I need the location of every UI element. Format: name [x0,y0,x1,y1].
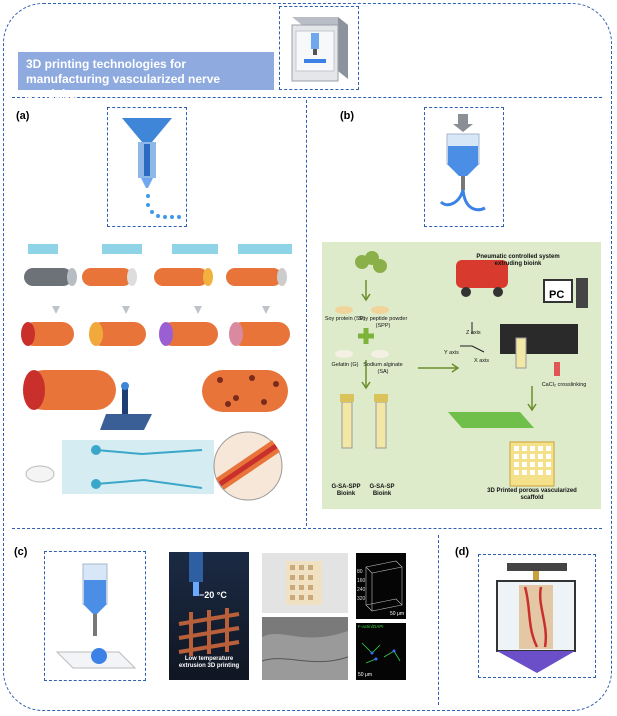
compressor-icon [456,260,508,288]
rat-icon [25,465,55,483]
divider-top [12,97,602,98]
soybean-icon [355,251,387,273]
extrusion-nozzle-icon [122,118,181,219]
pneumatic-icon-box [424,107,504,227]
panel-label-d: (d) [455,546,470,558]
low-temp-printing-image: −20 °C Low temperature extrusion 3D prin… [169,552,249,680]
scale-bar-label-1: 50 μm [390,611,404,617]
label-cacl2: CaCl₂ crosslinking [541,382,587,388]
panel-label-b: (b) [340,110,355,122]
outer-frame [3,3,612,711]
printer-gantry [500,324,578,354]
divider-middle [306,100,307,526]
bioprinter-icon [291,17,348,82]
scaffold-photo [262,553,348,613]
temperature-label: −20 °C [199,590,227,600]
fluorescence-image: F-actin/DAPI 50 μm [356,623,406,680]
mold-printing-icon [496,563,576,673]
fluorescence-legend: F-actin/DAPI [358,624,384,629]
divider-cd [438,535,439,705]
syringe-pair [340,394,388,449]
page-title: 3D printing technologies for manufacturi… [18,52,274,101]
pc-label: PC [549,289,565,301]
panel-label-a: (a) [16,110,30,122]
low-temp-caption: Low temperature extrusion 3D printing [178,656,240,669]
label-gelatin: Gelatin (G) [331,362,359,368]
label-soy-peptide: Soy peptide powder (SPP) [358,316,408,329]
nerve-panel [62,440,214,494]
label-scaffold: 3D Printed porous vascularized scaffold [487,488,577,501]
pc-tower-icon [576,278,588,308]
pneumatic-label: Pneumatic controlled system extruding bi… [476,254,560,267]
syringe-extruder-icon [439,114,486,212]
label-soy-protein: Soy protein (SP) [324,316,366,322]
label-bioink-gsasp: G-SA-SP Bioink [369,484,395,497]
nozzle-icon-box [107,107,187,227]
label-y-axis: Y axis [444,350,459,356]
printer-icon-box [279,6,359,90]
divider-bottom [12,528,602,529]
low-temp-icon-box [44,551,146,681]
scaffold-grid [509,441,555,487]
conduit-mold-icon-box [478,554,596,678]
label-bioink-gsaspp: G-SA-SPP Bioink [331,484,361,497]
scale-bar-label-2: 50 μm [358,672,372,678]
printing-plate [448,412,534,428]
panel-label-c: (c) [14,546,28,558]
sem-image [261,617,349,680]
label-x-axis: X axis [474,358,489,364]
label-sodium-alginate: Sodium alginate (SA) [363,362,403,375]
spray-bottle-icon [554,362,560,376]
bioink-workflow-graphics [335,251,588,487]
syringe-print-icon [55,563,137,669]
label-z-axis: Z axis [466,330,481,336]
printing-row [23,370,288,430]
rod-row [24,244,292,286]
conduit-fabrication-illustration [21,244,292,501]
tube-row [21,322,290,346]
pc-monitor-icon [543,279,573,303]
